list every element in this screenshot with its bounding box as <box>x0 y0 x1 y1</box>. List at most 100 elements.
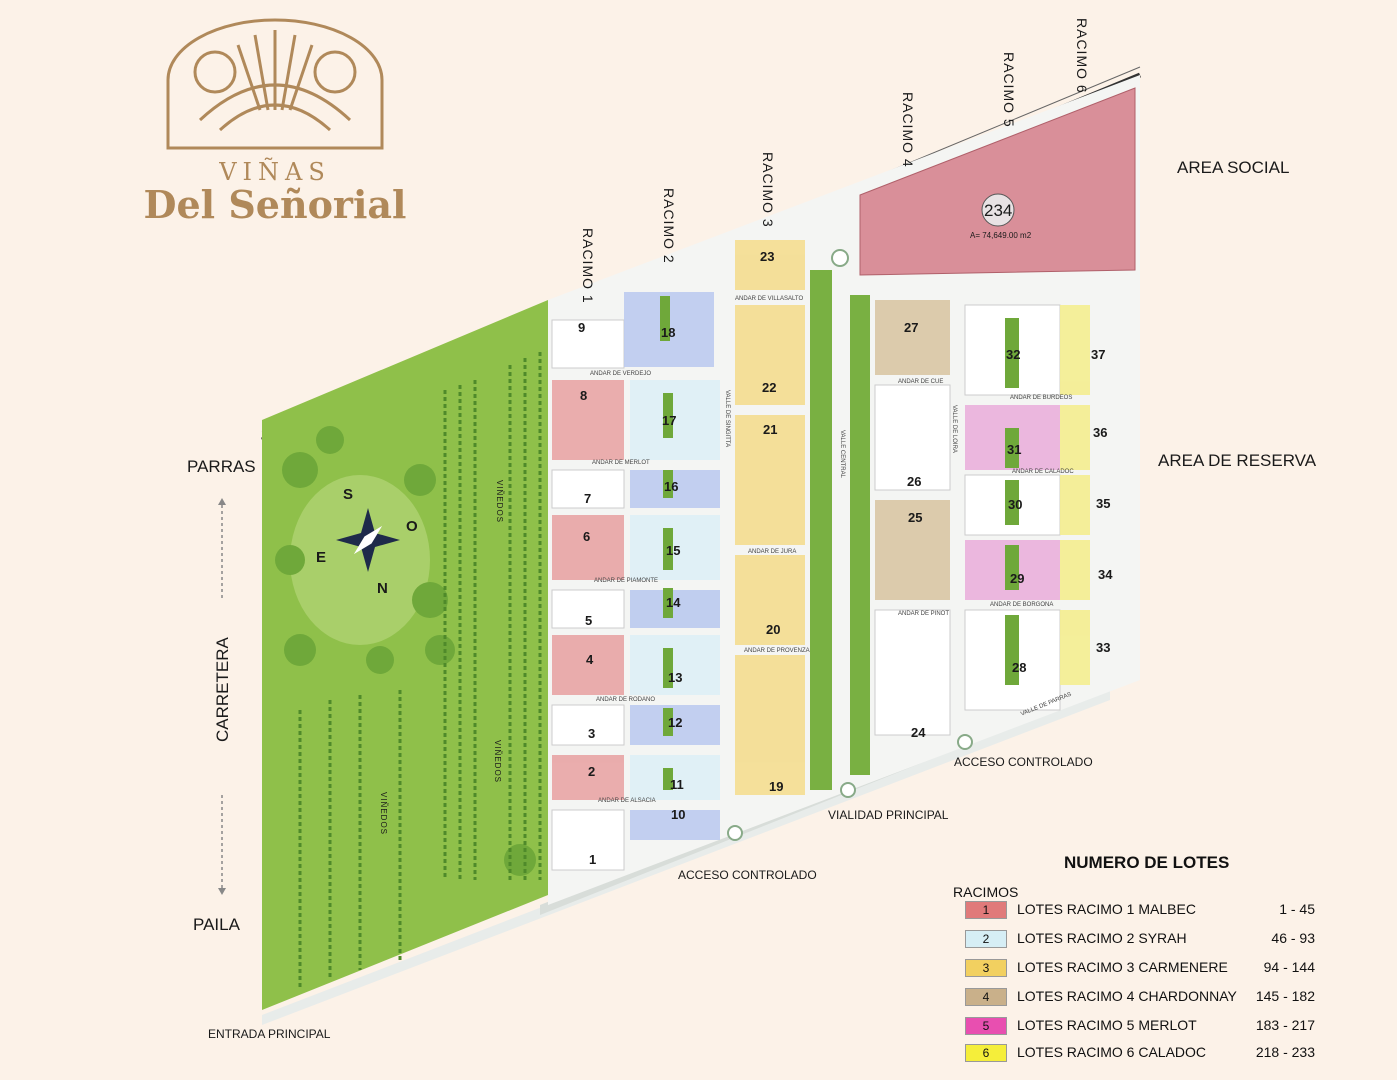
block-number: 30 <box>1008 497 1023 512</box>
block-number: 9 <box>578 320 586 335</box>
block-number: 8 <box>580 388 588 403</box>
legend-range: 94 - 144 <box>1263 959 1315 975</box>
street-label: ANDAR DE CALADOC <box>1012 469 1074 475</box>
lot-234 <box>859 87 1136 276</box>
street-label: ANDAR DE JURA <box>748 549 797 555</box>
block-number: 27 <box>904 320 919 335</box>
legend-range: 1 - 45 <box>1279 901 1315 917</box>
block-number: 32 <box>1006 347 1021 362</box>
street-label: ANDAR DE PROVENZA <box>744 648 810 654</box>
legend-range: 46 - 93 <box>1271 930 1315 946</box>
legend-swatch: 6 <box>965 1044 1007 1062</box>
block-number: 7 <box>584 491 592 506</box>
street-label: VALLE DE SINGITTA <box>724 390 730 448</box>
block-number: 1 <box>589 852 597 867</box>
lot-234-area: A= 74,649.00 m2 <box>970 231 1032 240</box>
label-vinedos-3: VIÑEDOS <box>379 792 388 836</box>
block-number: 29 <box>1010 571 1025 586</box>
block-number: 26 <box>907 474 922 489</box>
block-number: 12 <box>668 715 683 730</box>
street-label: VALLE CENTRAL <box>839 430 845 478</box>
legend-range: 183 - 217 <box>1255 1017 1315 1033</box>
street-label: ANDAR DE PINOT <box>898 611 950 617</box>
block-number: 3 <box>588 726 596 741</box>
vineyard-area <box>262 300 548 1010</box>
street-label: ANDAR DE BURDEOS <box>1010 395 1073 401</box>
street-label: ANDAR DE RODANO <box>596 697 656 703</box>
legend-swatch: 4 <box>965 988 1007 1006</box>
block-number: 13 <box>668 670 683 685</box>
street-label: ANDAR DE BORGONA <box>990 602 1054 608</box>
compass-s: S <box>343 486 354 503</box>
label-vinedos-2: VIÑEDOS <box>493 740 502 784</box>
legend-swatch: 1 <box>965 901 1007 919</box>
legend-row: 4 LOTES RACIMO 4 CHARDONNAY 145 - 182 <box>965 988 1325 1008</box>
compass-o: O <box>406 518 418 535</box>
block-number: 23 <box>760 249 775 264</box>
legend-row: 2 LOTES RACIMO 2 SYRAH 46 - 93 <box>965 930 1325 950</box>
street-label: ANDAR DE VERDEJO <box>590 371 652 377</box>
legend-row: 1 LOTES RACIMO 1 MALBEC 1 - 45 <box>965 901 1325 921</box>
block-number: 5 <box>585 613 593 628</box>
label-entrada-principal: ENTRADA PRINCIPAL <box>208 1027 331 1041</box>
lot-234-number: 234 <box>984 201 1013 220</box>
street-label: ANDAR DE ALSACIA <box>598 798 656 804</box>
compass-rose <box>336 508 400 572</box>
block-number: 25 <box>908 510 923 525</box>
label-acceso-right: ACCESO CONTROLADO <box>954 755 1093 769</box>
compass-n: N <box>377 580 388 597</box>
legend-label: LOTES RACIMO 2 SYRAH <box>1017 930 1187 946</box>
block-number: 28 <box>1012 660 1027 675</box>
street-label: ANDAR DE CUE <box>898 379 944 385</box>
block-number: 35 <box>1096 496 1111 511</box>
label-carretera: CARRETERA <box>213 637 232 742</box>
block-number: 18 <box>661 325 676 340</box>
block-number: 19 <box>769 779 784 794</box>
block-number: 2 <box>588 764 596 779</box>
label-vialidad: VIALIDAD PRINCIPAL <box>828 808 949 822</box>
street-label: VALLE DE LOIRA <box>951 405 957 453</box>
legend-label: LOTES RACIMO 6 CALADOC <box>1017 1044 1207 1060</box>
block-number: 17 <box>662 413 677 428</box>
legend-label: LOTES RACIMO 3 CARMENERE <box>1017 959 1228 975</box>
legend-label: LOTES RACIMO 1 MALBEC <box>1017 901 1196 917</box>
legend-row: 6 LOTES RACIMO 6 CALADOC 218 - 233 <box>965 1044 1325 1064</box>
lot-234-marker <box>981 193 1015 227</box>
compass-plaza <box>290 475 430 645</box>
legend-label: LOTES RACIMO 4 CHARDONNAY <box>1017 988 1237 1004</box>
legend-swatch: 3 <box>965 959 1007 977</box>
block-number: 6 <box>583 529 591 544</box>
central-vineyard-strip <box>810 270 832 790</box>
legend-range: 145 - 182 <box>1255 988 1315 1004</box>
block-number: 22 <box>762 380 777 395</box>
street-label: ANDAR DE PIAMONTE <box>594 578 659 584</box>
block-number: 4 <box>586 652 594 667</box>
logo-title: VIÑAS <box>219 158 331 186</box>
legend-swatch: 5 <box>965 1017 1007 1035</box>
block-number: 31 <box>1007 442 1022 457</box>
block-number: 21 <box>763 422 778 437</box>
street-label: ANDAR DE VILLASALTO <box>735 296 804 302</box>
block-number: 11 <box>670 777 684 792</box>
label-parras: PARRAS <box>187 457 256 476</box>
logo-name: Del Señorial <box>143 182 407 227</box>
label-racimo-6: RACIMO 6 <box>1074 18 1090 94</box>
logo-emblem <box>166 18 384 150</box>
block-number: 16 <box>664 479 679 494</box>
label-racimo-3: RACIMO 3 <box>760 152 776 228</box>
block-number: 10 <box>671 807 686 822</box>
block-number: 15 <box>666 543 681 558</box>
legend-range: 218 - 233 <box>1255 1044 1315 1060</box>
block-number: 24 <box>911 725 926 740</box>
legend-title: NUMERO DE LOTES <box>1064 853 1230 872</box>
label-racimo-1: RACIMO 1 <box>580 228 596 304</box>
legend-swatch: 2 <box>965 930 1007 948</box>
block-number: 33 <box>1096 640 1111 655</box>
label-paila: PAILA <box>193 915 240 934</box>
label-racimo-5: RACIMO 5 <box>1001 52 1017 128</box>
label-racimo-4: RACIMO 4 <box>900 92 916 168</box>
block-number: 36 <box>1093 425 1108 440</box>
block-number: 20 <box>766 622 781 637</box>
